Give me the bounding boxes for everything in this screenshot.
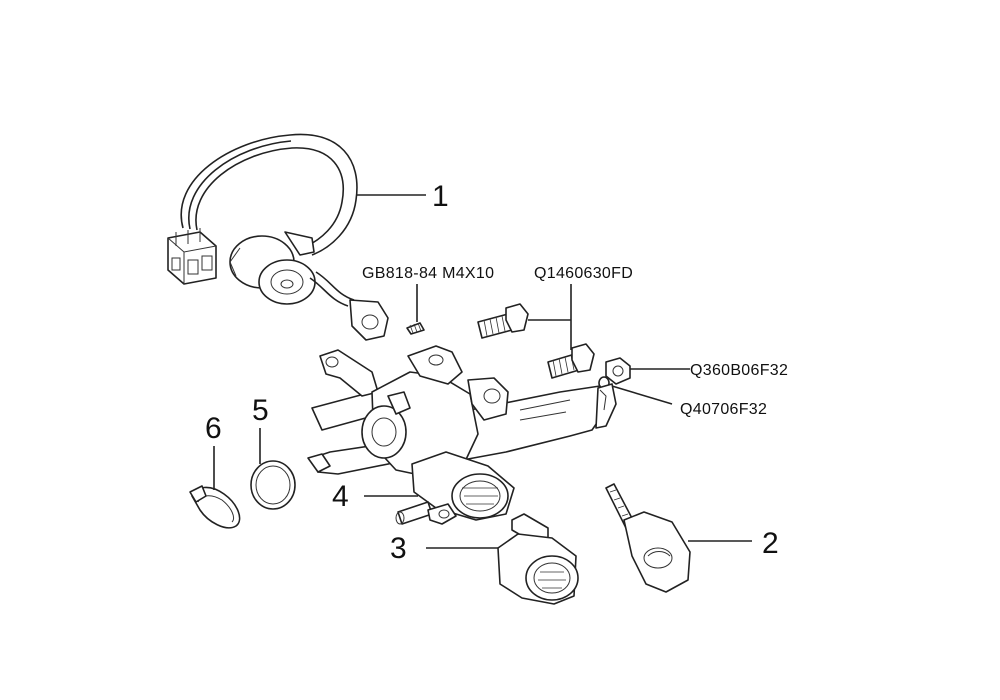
- key: 2: [605, 483, 779, 593]
- screw: GB818-84 M4X10: [362, 265, 494, 335]
- washer-code: Q40706F32: [680, 401, 767, 418]
- nut-code: Q360B06F32: [690, 362, 788, 379]
- ring: 5: [250, 394, 296, 510]
- washer: Q40706F32: [598, 376, 767, 418]
- callout-4: 4: [332, 480, 349, 513]
- bolt-code: Q1460630FD: [534, 265, 633, 282]
- steering-lock-housing: 4: [307, 345, 617, 525]
- screw-code: GB818-84 M4X10: [362, 265, 494, 282]
- switch-body: [229, 231, 316, 305]
- callout-5: 5: [252, 394, 269, 427]
- harness-connector: [167, 228, 217, 285]
- nut: Q360B06F32: [605, 357, 788, 385]
- callout-2: 2: [762, 527, 779, 560]
- small-connector: [349, 299, 389, 341]
- lock-cylinder: 3: [390, 513, 579, 605]
- callout-1: 1: [432, 180, 449, 213]
- ignition-switch-harness: 1: [167, 133, 449, 341]
- callout-3: 3: [390, 532, 407, 565]
- callout-6: 6: [205, 412, 222, 445]
- bolt: Q1460630FD: [477, 265, 633, 379]
- clamp: 6: [189, 412, 241, 529]
